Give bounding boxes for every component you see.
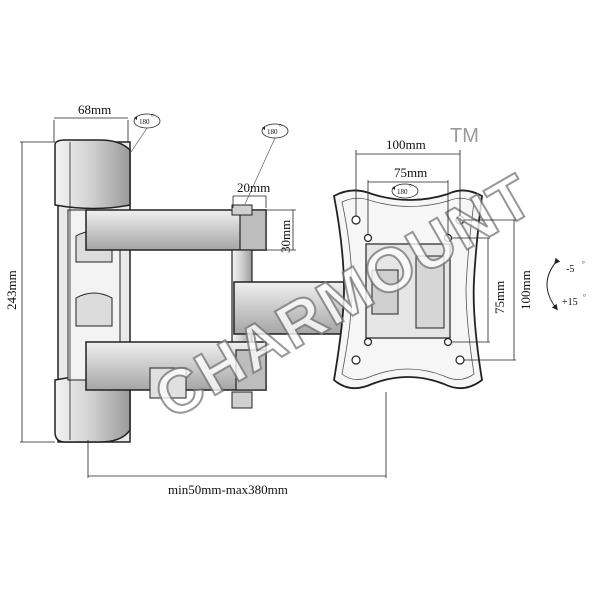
rotation-head: 180 ° xyxy=(391,183,419,199)
dim-arm: 20mm 30mm xyxy=(232,180,296,253)
degree-symbol: ° xyxy=(409,183,412,191)
trademark-symbol: TM xyxy=(450,125,479,147)
rotation-arm-value: 180 xyxy=(267,128,278,136)
dim-extension: min50mm-max380mm xyxy=(87,392,387,497)
upper-arm xyxy=(85,209,267,251)
height-label: 243mm xyxy=(4,270,19,310)
degree-symbol: ° xyxy=(582,260,585,268)
vesa-hole xyxy=(363,233,373,243)
top-width-label: 68mm xyxy=(78,102,111,117)
vesa-hole xyxy=(455,355,465,365)
wall-plate xyxy=(54,139,131,443)
cable-clip xyxy=(149,367,187,399)
dim-top-width: 68mm xyxy=(53,102,129,142)
vesa-plate xyxy=(332,189,483,390)
vesa-inner-height-label: 75mm xyxy=(492,281,507,314)
dim-vesa-width: 100mm 75mm xyxy=(355,137,461,234)
rotation-head-value: 180 xyxy=(397,188,408,196)
arm-height-label: 30mm xyxy=(278,220,293,253)
vesa-hole xyxy=(351,215,361,225)
vesa-inner-width-label: 75mm xyxy=(394,165,427,180)
vesa-outer-height-label: 100mm xyxy=(518,270,533,310)
tilt-down-value: +15 xyxy=(562,297,578,308)
pivot-bolt-bottom xyxy=(231,391,253,409)
rotate-icon xyxy=(391,183,419,199)
degree-symbol: ° xyxy=(583,293,586,301)
vesa-outer-width-label: 100mm xyxy=(386,137,426,152)
arm-width-label: 20mm xyxy=(237,180,270,195)
tilt-indicator: -5 ° +15 ° xyxy=(546,257,586,311)
degree-symbol: ° xyxy=(151,113,154,121)
dim-vesa-height: 75mm 100mm xyxy=(452,219,533,361)
wall-plate-top-cap xyxy=(54,139,131,210)
vesa-hole xyxy=(443,337,453,347)
vesa-hole xyxy=(351,355,361,365)
dim-height: 243mm xyxy=(4,141,55,443)
pivot-bolt-top xyxy=(231,204,253,216)
tilt-arc-icon xyxy=(546,257,561,311)
wall-plate-slot-lower xyxy=(75,292,113,327)
rotation-wall-plate-value: 180 xyxy=(139,118,150,126)
tilt-up-value: -5 xyxy=(566,264,574,275)
extension-label: min50mm-max380mm xyxy=(168,482,288,497)
vesa-hole xyxy=(363,337,373,347)
degree-symbol: ° xyxy=(279,123,282,131)
vesa-hole xyxy=(443,233,453,243)
rotation-arm: 180 ° xyxy=(244,123,289,205)
rotation-wall-plate: 180 ° xyxy=(130,113,161,153)
